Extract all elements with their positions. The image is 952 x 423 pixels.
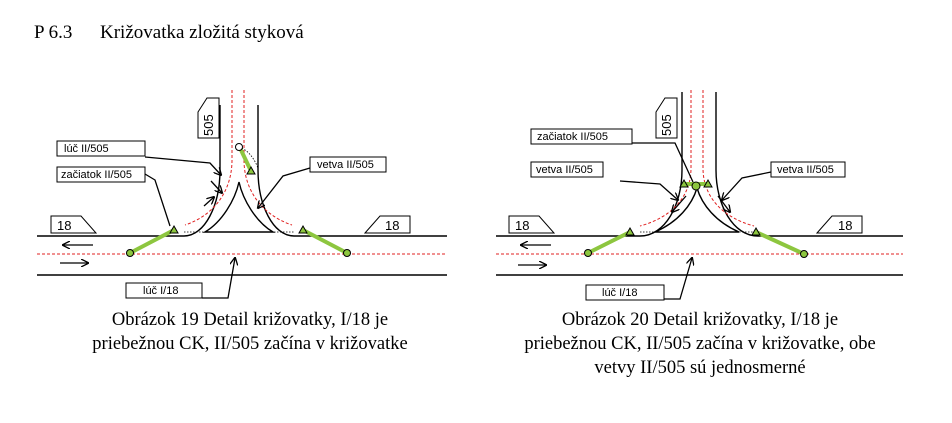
road-number-18-left-a: 18 (57, 218, 71, 233)
road-plate-18-right-b: 18 (815, 215, 863, 234)
direction-arrows-left (60, 180, 222, 263)
caption-figure-20-line-1: Obrázok 20 Detail križovatky, I/18 je (561, 310, 839, 330)
road-plate-18-right-a: 18 (508, 215, 556, 234)
label-zaciatok-right: začiatok II/505 (537, 131, 608, 143)
road-plate-18-left-b: 18 (363, 215, 411, 234)
road-plate-18-left-a: 18 (50, 215, 98, 234)
main-road-left (37, 105, 447, 276)
green-segments-right (586, 182, 806, 256)
caption-figure-19-line-1: Obrázok 19 Detail križovatky, I/18 je (111, 310, 389, 330)
leader-lines-right (619, 142, 772, 300)
caption-figure-19-line-2: priebežnou CK, II/505 začína v križovatk… (92, 334, 408, 354)
section-title: Križovatka zložitá styková (100, 22, 304, 43)
markers-left (126, 143, 351, 257)
figure-left-diagram: 505 18 18 lúč II/505 začiatok II/505 vet… (37, 90, 447, 299)
caption-figure-20-line-3: vetvy II/505 sú jednosmerné (594, 358, 806, 378)
branch-centerlines-left (184, 90, 293, 226)
section-heading: P 6.3 Križovatka zložitá styková (34, 22, 304, 44)
road-number-18-right-a: 18 (515, 218, 529, 233)
road-plate-505-left: 505 (197, 97, 220, 139)
main-road-right (496, 92, 903, 276)
caption-figure-19: Obrázok 19 Detail križovatky, I/18 je pr… (20, 308, 480, 356)
callouts-left: lúč II/505 začiatok II/505 vetva II/505 … (56, 140, 387, 299)
caption-figure-20: Obrázok 20 Detail križovatky, I/18 je pr… (470, 308, 930, 380)
leader-lines-left (144, 156, 311, 299)
label-luc-18-left: lúč I/18 (143, 285, 178, 297)
callouts-right: začiatok II/505 vetva II/505 vetva II/50… (530, 128, 846, 301)
direction-arrows-right (518, 195, 730, 265)
label-luc-18-right: lúč I/18 (602, 287, 637, 299)
green-segments-left (128, 146, 349, 255)
road-number-18-right-b: 18 (838, 218, 852, 233)
road-number-505-right: 505 (659, 114, 674, 136)
label-vetva-right-branch: vetva II/505 (777, 164, 834, 176)
branch-centerlines-right (639, 90, 755, 227)
traffic-island-left (202, 181, 276, 233)
road-number-505-left: 505 (201, 114, 216, 136)
section-number: P 6.3 (34, 22, 73, 43)
label-vetva-left-branch: vetva II/505 (536, 164, 593, 176)
label-luc-505-left: lúč II/505 (64, 143, 109, 155)
label-zaciatok-left: začiatok II/505 (61, 169, 132, 181)
figure-right-diagram: 505 18 18 začiatok II/505 vetva II/505 v… (496, 90, 903, 301)
caption-figure-20-line-2: priebežnou CK, II/505 začína v križovatk… (524, 334, 876, 354)
road-number-18-left-b: 18 (385, 218, 399, 233)
label-vetva-left: vetva II/505 (317, 159, 374, 171)
markers-right (584, 178, 808, 258)
road-plate-505-right: 505 (655, 97, 678, 139)
